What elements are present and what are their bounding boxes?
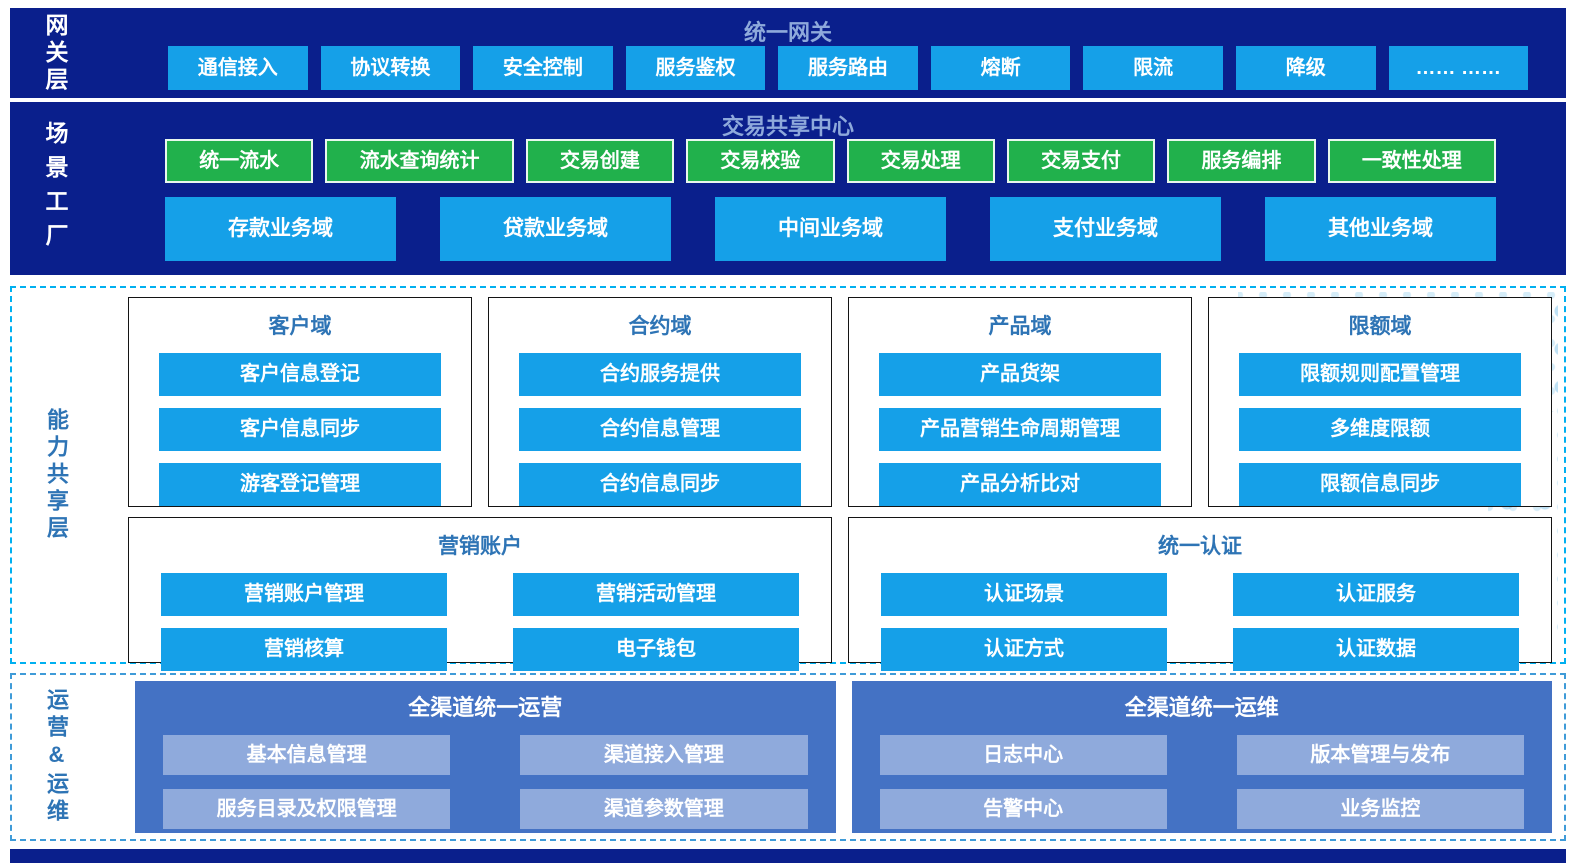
gateway-block: 协议转换 — [320, 46, 461, 90]
operations-block: 服务目录及权限管理 — [163, 789, 451, 829]
gateway-block: 通信接入 — [168, 46, 308, 90]
scenario-factory-band: 场景工厂 交易共享中心 统一流水 流水查询统计 交易创建 交易校验 交易处理 交… — [10, 102, 1566, 275]
gateway-block: 限流 — [1083, 46, 1223, 90]
service-block: 统一流水 — [165, 139, 314, 183]
operations-grid: 全渠道统一运营 基本信息管理 渠道接入管理 服务目录及权限管理 渠道参数管理 全… — [135, 681, 1552, 833]
operations-block: 业务监控 — [1236, 789, 1524, 829]
capability-block: 多维度限额 — [1239, 408, 1521, 451]
transaction-center-title: 交易共享中心 — [721, 114, 854, 139]
panel-title: 全渠道统一运维 — [1124, 695, 1279, 720]
capability-block: 认证服务 — [1233, 573, 1519, 616]
group-product-domain: 产品域 产品货架 产品营销生命周期管理 产品分析比对 — [848, 297, 1192, 507]
operations-block: 告警中心 — [879, 789, 1167, 829]
capability-block: 认证场景 — [881, 573, 1167, 616]
business-domain-block: 贷款业务域 — [440, 197, 671, 261]
panel-unified-maintenance: 全渠道统一运维 日志中心 版本管理与发布 告警中心 业务监控 — [851, 681, 1552, 833]
gateway-block: 服务鉴权 — [625, 46, 766, 90]
capability-block: 认证数据 — [1233, 628, 1519, 671]
capability-block: 客户信息登记 — [159, 353, 441, 396]
operations-block: 基本信息管理 — [163, 735, 451, 775]
capability-block: 合约信息同步 — [519, 463, 801, 506]
capability-block: 限额规则配置管理 — [1239, 353, 1521, 396]
operations-block: 渠道参数管理 — [520, 789, 808, 829]
capability-block: 产品分析比对 — [879, 463, 1161, 506]
service-block: 交易校验 — [686, 139, 835, 183]
business-domain-block: 存款业务域 — [165, 197, 396, 261]
group-title: 限额域 — [1348, 315, 1412, 338]
capability-block: 限额信息同步 — [1239, 463, 1521, 506]
operations-block: 日志中心 — [879, 735, 1167, 775]
group-limit-domain: 限额域 限额规则配置管理 多维度限额 限额信息同步 — [1208, 297, 1552, 507]
group-contract-domain: 合约域 合约服务提供 合约信息管理 合约信息同步 — [488, 297, 832, 507]
group-title: 统一认证 — [1158, 535, 1242, 558]
capability-block: 营销核算 — [161, 628, 447, 671]
gateway-block: 熔断 — [930, 46, 1071, 90]
capability-block: 合约服务提供 — [519, 353, 801, 396]
capability-block: 营销活动管理 — [513, 573, 799, 616]
service-block: 交易创建 — [525, 139, 675, 183]
capability-sharing-layer: 能力共享层 客户域 客户信息登记 客户信息同步 游客登记管理 合约域 合约服务提… — [10, 286, 1566, 671]
group-title: 客户域 — [268, 315, 332, 338]
business-domain-block: 中间业务域 — [715, 197, 946, 261]
group-title: 合约域 — [628, 315, 692, 338]
gateway-layer-label: 网关层 — [42, 12, 68, 94]
service-block: 交易支付 — [1006, 139, 1156, 183]
business-domain-block: 其他业务域 — [1265, 197, 1496, 261]
service-block: 一致性处理 — [1327, 139, 1496, 183]
panel-title: 全渠道统一运营 — [408, 695, 563, 720]
gateway-block: 安全控制 — [473, 46, 613, 90]
capability-block: 客户信息同步 — [159, 408, 441, 451]
operations-maintenance-layer: 运营&运维 全渠道统一运营 基本信息管理 渠道接入管理 服务目录及权限管理 渠道… — [10, 673, 1566, 841]
gateway-layer-band: 网关层 统一网关 通信接入 协议转换 安全控制 服务鉴权 服务路由 熔断 限流 … — [10, 8, 1566, 98]
gateway-block: 降级 — [1235, 46, 1376, 90]
service-block: 流水查询统计 — [325, 139, 514, 183]
transaction-service-row: 统一流水 流水查询统计 交易创建 交易校验 交易处理 交易支付 服务编排 一致性… — [165, 139, 1496, 183]
capability-block: 合约信息管理 — [519, 408, 801, 451]
operations-block: 渠道接入管理 — [520, 735, 808, 775]
capability-block: 游客登记管理 — [159, 463, 441, 506]
service-block: 服务编排 — [1167, 139, 1316, 183]
business-domain-row: 存款业务域 贷款业务域 中间业务域 支付业务域 其他业务域 — [165, 197, 1496, 261]
gateway-block: 服务路由 — [778, 46, 918, 90]
gateway-block-ellipsis: …… …… — [1388, 46, 1529, 90]
gateway-title: 统一网关 — [743, 20, 832, 45]
service-block: 交易处理 — [846, 139, 995, 183]
operations-block: 版本管理与发布 — [1236, 735, 1524, 775]
capability-block: 营销账户管理 — [161, 573, 447, 616]
group-customer-domain: 客户域 客户信息登记 客户信息同步 游客登记管理 — [128, 297, 472, 507]
capability-layer-label: 能力共享层 — [44, 407, 69, 543]
panel-unified-operations: 全渠道统一运营 基本信息管理 渠道接入管理 服务目录及权限管理 渠道参数管理 — [135, 681, 836, 833]
business-domain-block: 支付业务域 — [990, 197, 1221, 261]
capability-block: 认证方式 — [881, 628, 1167, 671]
group-title: 产品域 — [988, 315, 1052, 338]
group-title: 营销账户 — [438, 535, 522, 558]
capability-block: 电子钱包 — [513, 628, 799, 671]
operations-layer-label: 运营&运维 — [44, 688, 69, 826]
gateway-button-row: 通信接入 协议转换 安全控制 服务鉴权 服务路由 熔断 限流 降级 …… …… — [168, 46, 1529, 90]
group-unified-authentication: 统一认证 认证场景 认证服务 认证方式 认证数据 — [848, 517, 1552, 671]
bottom-accent-bar — [10, 849, 1566, 863]
capability-block: 产品营销生命周期管理 — [879, 408, 1161, 451]
capability-block: 产品货架 — [879, 353, 1161, 396]
scenario-factory-label: 场景工厂 — [42, 120, 68, 257]
capability-grid: 客户域 客户信息登记 客户信息同步 游客登记管理 合约域 合约服务提供 合约信息… — [128, 297, 1552, 671]
group-marketing-account: 营销账户 营销账户管理 营销活动管理 营销核算 电子钱包 — [128, 517, 832, 671]
